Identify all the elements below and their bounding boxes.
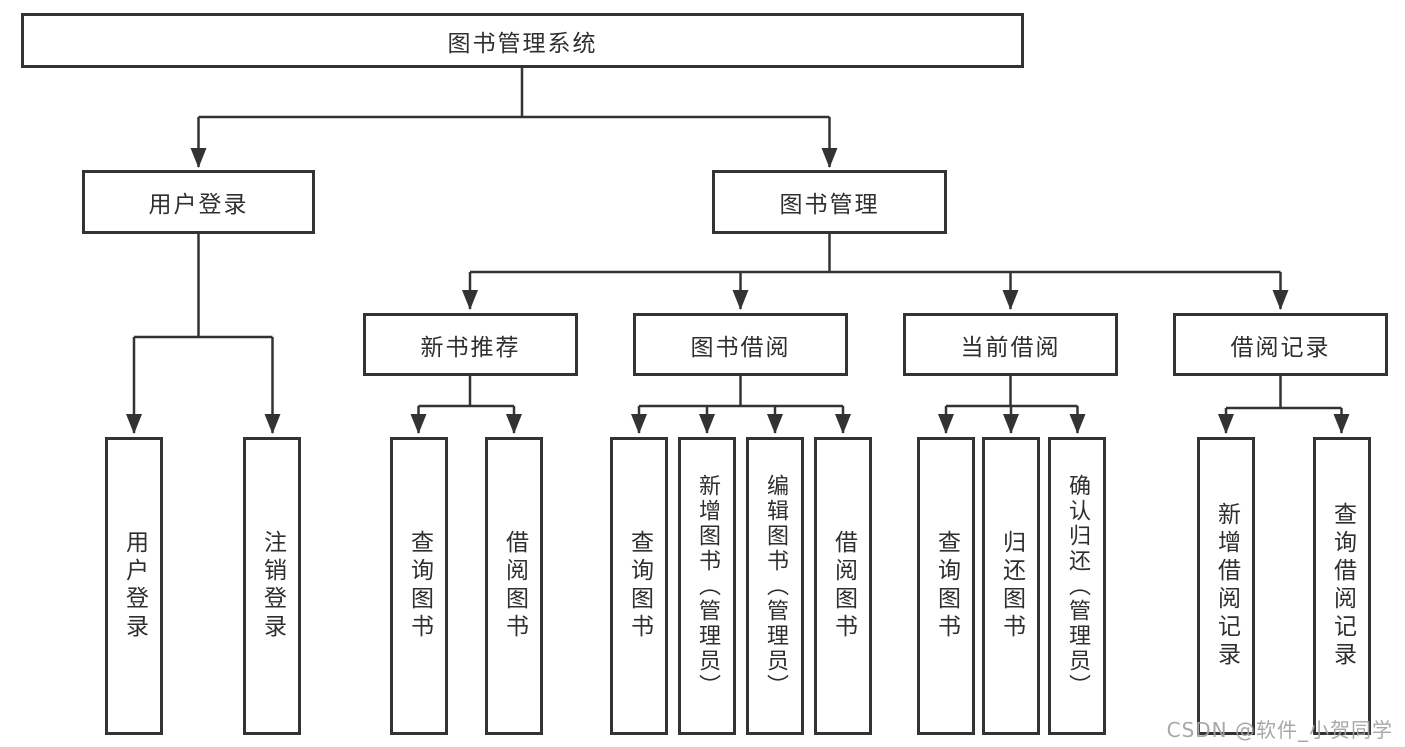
node-leaf-return-books: 归还图书 (982, 437, 1040, 735)
csdn-watermark: CSDN @软件_小贺同学 (1166, 718, 1393, 742)
leaf-label: 借阅图书 (501, 530, 528, 642)
leaf-label: 确认归还（管理员） (1065, 473, 1090, 699)
node-leaf-edit-books-admin: 编辑图书（管理员） (746, 437, 804, 735)
node-borrowing-records: 借阅记录 (1173, 313, 1388, 376)
node-leaf-query-borrow-record: 查询借阅记录 (1313, 437, 1371, 735)
node-leaf-add-borrow-record: 新增借阅记录 (1197, 437, 1255, 735)
leaf-label: 借阅图书 (830, 530, 857, 642)
node-leaf-query-books-borrowing: 查询图书 (610, 437, 668, 735)
node-leaf-logout: 注销登录 (243, 437, 301, 735)
node-leaf-borrow-books: 借阅图书 (814, 437, 872, 735)
leaf-label: 新增图书（管理员） (695, 473, 720, 699)
node-book-borrowing: 图书借阅 (633, 313, 848, 376)
leaf-label: 查询图书 (626, 530, 653, 642)
leaf-label: 用户登录 (121, 530, 148, 642)
node-leaf-user-login: 用户登录 (105, 437, 163, 735)
node-new-book-recommend: 新书推荐 (363, 313, 578, 376)
leaf-label: 查询图书 (406, 530, 433, 642)
node-user-login: 用户登录 (82, 170, 315, 234)
node-leaf-query-books-current: 查询图书 (917, 437, 975, 735)
node-book-management: 图书管理 (712, 170, 947, 234)
leaf-label: 编辑图书（管理员） (763, 473, 788, 699)
node-leaf-confirm-return-admin: 确认归还（管理员） (1048, 437, 1106, 735)
leaf-label: 查询图书 (933, 530, 960, 642)
leaf-label: 注销登录 (259, 530, 286, 642)
node-leaf-borrow-books-recommend: 借阅图书 (485, 437, 543, 735)
leaf-label: 归还图书 (998, 530, 1025, 642)
leaf-label: 查询借阅记录 (1329, 502, 1356, 670)
node-root-system: 图书管理系统 (21, 13, 1024, 68)
node-current-borrowing: 当前借阅 (903, 313, 1118, 376)
leaf-label: 新增借阅记录 (1213, 502, 1240, 670)
node-leaf-query-books-recommend: 查询图书 (390, 437, 448, 735)
node-leaf-add-books-admin: 新增图书（管理员） (678, 437, 736, 735)
